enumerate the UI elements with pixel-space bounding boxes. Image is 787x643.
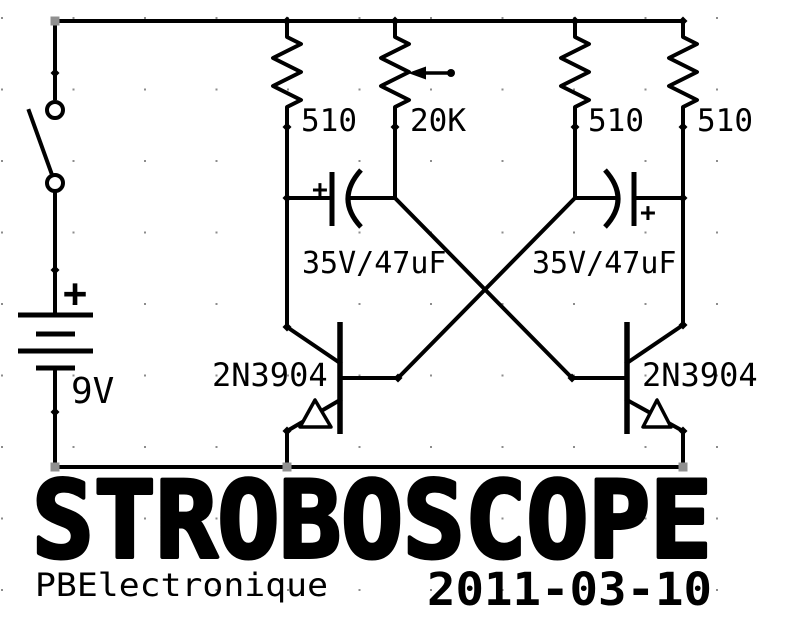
junction-dot [393,373,403,383]
grip-handles [50,16,688,472]
battery-symbol: + 9V [18,271,114,412]
switch-terminal-bottom [45,173,65,193]
date-text: 2011-03-10 [427,563,712,616]
capacitor-c2-curved-plate [603,168,621,229]
junction-dot [678,193,688,203]
resistor-r2-body [379,19,411,200]
junction-dot [570,122,580,132]
grip-handle [50,462,60,472]
resistor-r1: 510 [271,19,357,200]
grip-handle [282,462,292,472]
transistor-q2-label: 2N3904 [642,356,758,394]
grip-handle [678,462,688,472]
capacitor-c1: + 35V/47uF [285,168,447,281]
title-block: STROBOSCOPE PBElectronique 2011-03-10 [30,457,714,616]
resistor-r2-label: 20K [410,103,466,139]
junction-dots [50,16,688,436]
potentiometer-wiper-arrow [408,66,426,80]
switch-lever [26,108,54,175]
junction-dot [678,16,688,26]
resistor-r3: 510 [559,19,644,200]
transistor-q2: 2N3904 [624,322,758,434]
junction-dot [282,426,292,436]
junction-dot [678,320,688,330]
capacitor-c1-plus-sign: + [312,175,328,205]
transistor-q1-label: 2N3904 [212,356,328,394]
potentiometer-wiper-dot [447,69,455,77]
capacitor-c1-label: 35V/47uF [302,246,447,281]
capacitor-c2-label: 35V/47uF [532,246,677,281]
junction-dot [282,193,292,203]
transistor-q1-collector-lead [284,324,343,366]
junction-dot [282,322,292,332]
schematic-title: STROBOSCOPE [32,459,712,582]
capacitor-c2-plus-sign: + [640,198,656,228]
resistor-r1-label: 510 [301,103,357,139]
resistor-r2-potentiometer: 20K [379,19,466,200]
junction-dot [570,16,580,26]
transistor-q2-collector-lead [624,322,686,366]
resistor-r4-label: 510 [697,103,753,139]
resistor-r4-body [667,19,699,327]
transistor-q1-emitter-arrow [298,398,333,429]
resistor-r4: 510 [667,19,753,327]
battery-plus-sign: + [63,271,87,317]
junction-dot [390,122,400,132]
transistor-q1: 2N3904 [212,322,343,434]
junction-dot [50,407,60,417]
switch-symbol [26,100,65,193]
resistor-r3-label: 510 [588,103,644,139]
grip-handle [50,16,60,26]
author-text: PBElectronique [35,566,328,604]
resistor-r1-body [271,19,303,200]
junction-dot [50,68,60,78]
junction-dot [50,265,60,275]
battery-voltage-label: 9V [71,371,114,412]
switch-terminal-top [45,100,65,120]
capacitor-c2: + 35V/47uF [532,168,685,281]
junction-dot [390,16,400,26]
junction-dot [678,122,688,132]
resistor-r3-body [559,19,591,200]
junction-dot [567,373,577,383]
junction-dot [678,426,688,436]
junction-dot [282,122,292,132]
junction-dot [282,16,292,26]
transistor-q2-emitter-arrow [641,398,673,429]
